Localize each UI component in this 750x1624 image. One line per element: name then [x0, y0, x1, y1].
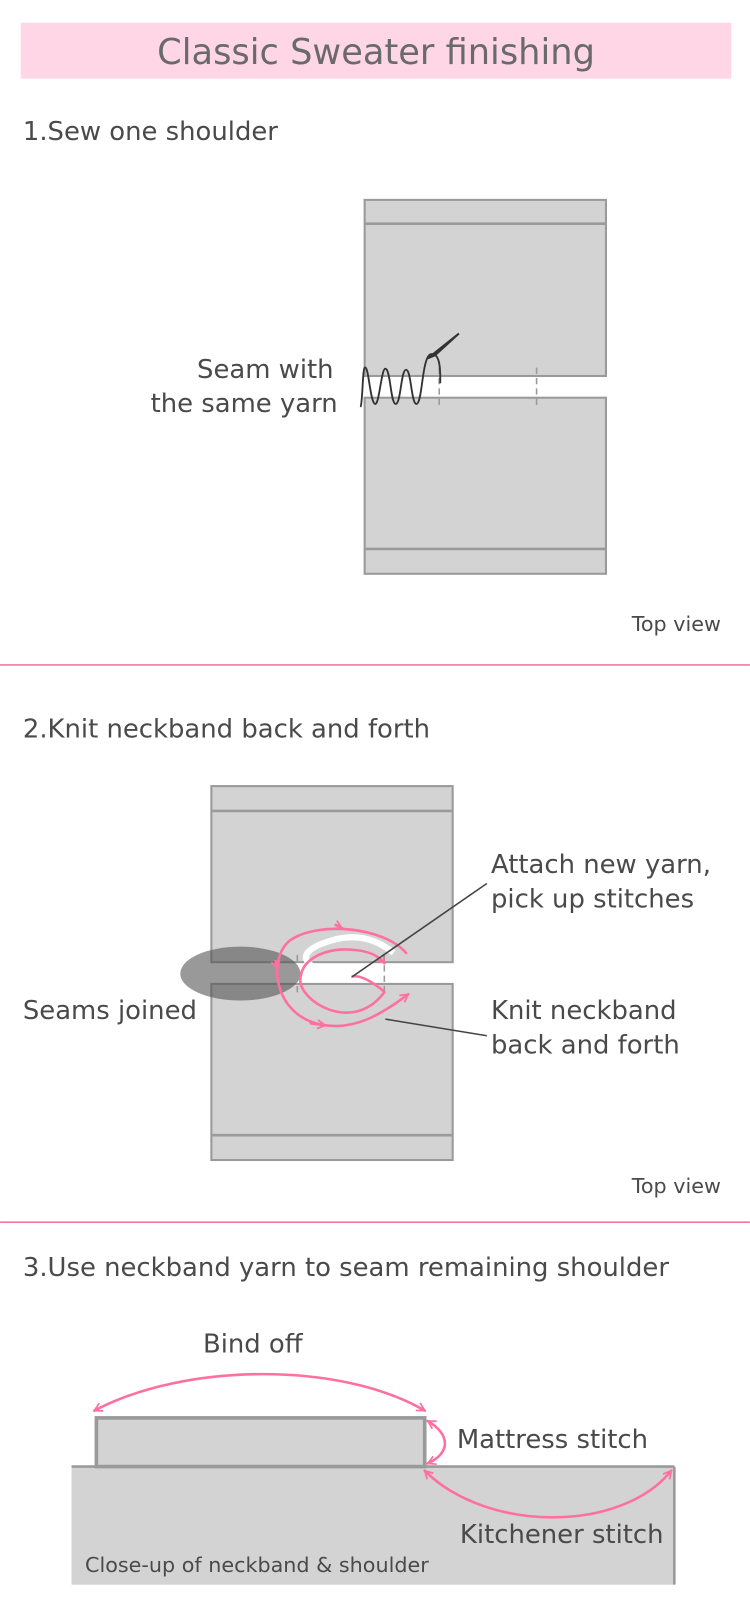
kitchener-arrow [423, 1471, 673, 1519]
attach-label-line2: pick up stitches [491, 884, 694, 914]
needle-yarn-icon [359, 332, 460, 408]
seams-joined-label: Seams joined [23, 996, 197, 1026]
knit-label-line1: Knit neckband [491, 996, 677, 1026]
step2-top-panel [210, 785, 454, 964]
attach-leader-line [351, 882, 488, 978]
knit-leader-line [385, 1018, 487, 1037]
seams-joined-highlight [180, 946, 301, 1001]
step3-heading: 3.Use neckband yarn to seam remaining sh… [23, 1253, 669, 1283]
step2-heading: 2.Knit neckband back and forth [23, 714, 430, 744]
kitchener-label: Kitchener stitch [460, 1520, 664, 1550]
closeup-caption: Close-up of neckband & shoulder [85, 1553, 429, 1577]
neckband-loop-arrows [276, 925, 409, 1026]
shoulder-body [71, 1465, 676, 1585]
step1-bottom-panel [363, 396, 608, 575]
step2-view-label: Top view [631, 1174, 721, 1198]
seam-label-line1: Seam with [197, 355, 334, 385]
step2-bottom-panel [210, 982, 454, 1162]
knit-label-line2: back and forth [491, 1030, 680, 1060]
page-title: Classic Sweater finishing [157, 32, 595, 73]
title-banner [20, 22, 732, 79]
step1-heading: 1.Sew one shoulder [23, 117, 278, 147]
mattress-arrow [428, 1419, 446, 1463]
step1-top-panel [363, 198, 608, 377]
mattress-label: Mattress stitch [457, 1425, 648, 1455]
step1-view-label: Top view [631, 612, 721, 636]
attach-label-line1: Attach new yarn, [491, 850, 711, 880]
neckband-piece [94, 1416, 427, 1469]
seam-label-line2: the same yarn [151, 389, 338, 419]
bind-off-arrow [94, 1372, 424, 1412]
bind-off-label: Bind off [203, 1330, 304, 1360]
stitch-markers [438, 367, 538, 407]
